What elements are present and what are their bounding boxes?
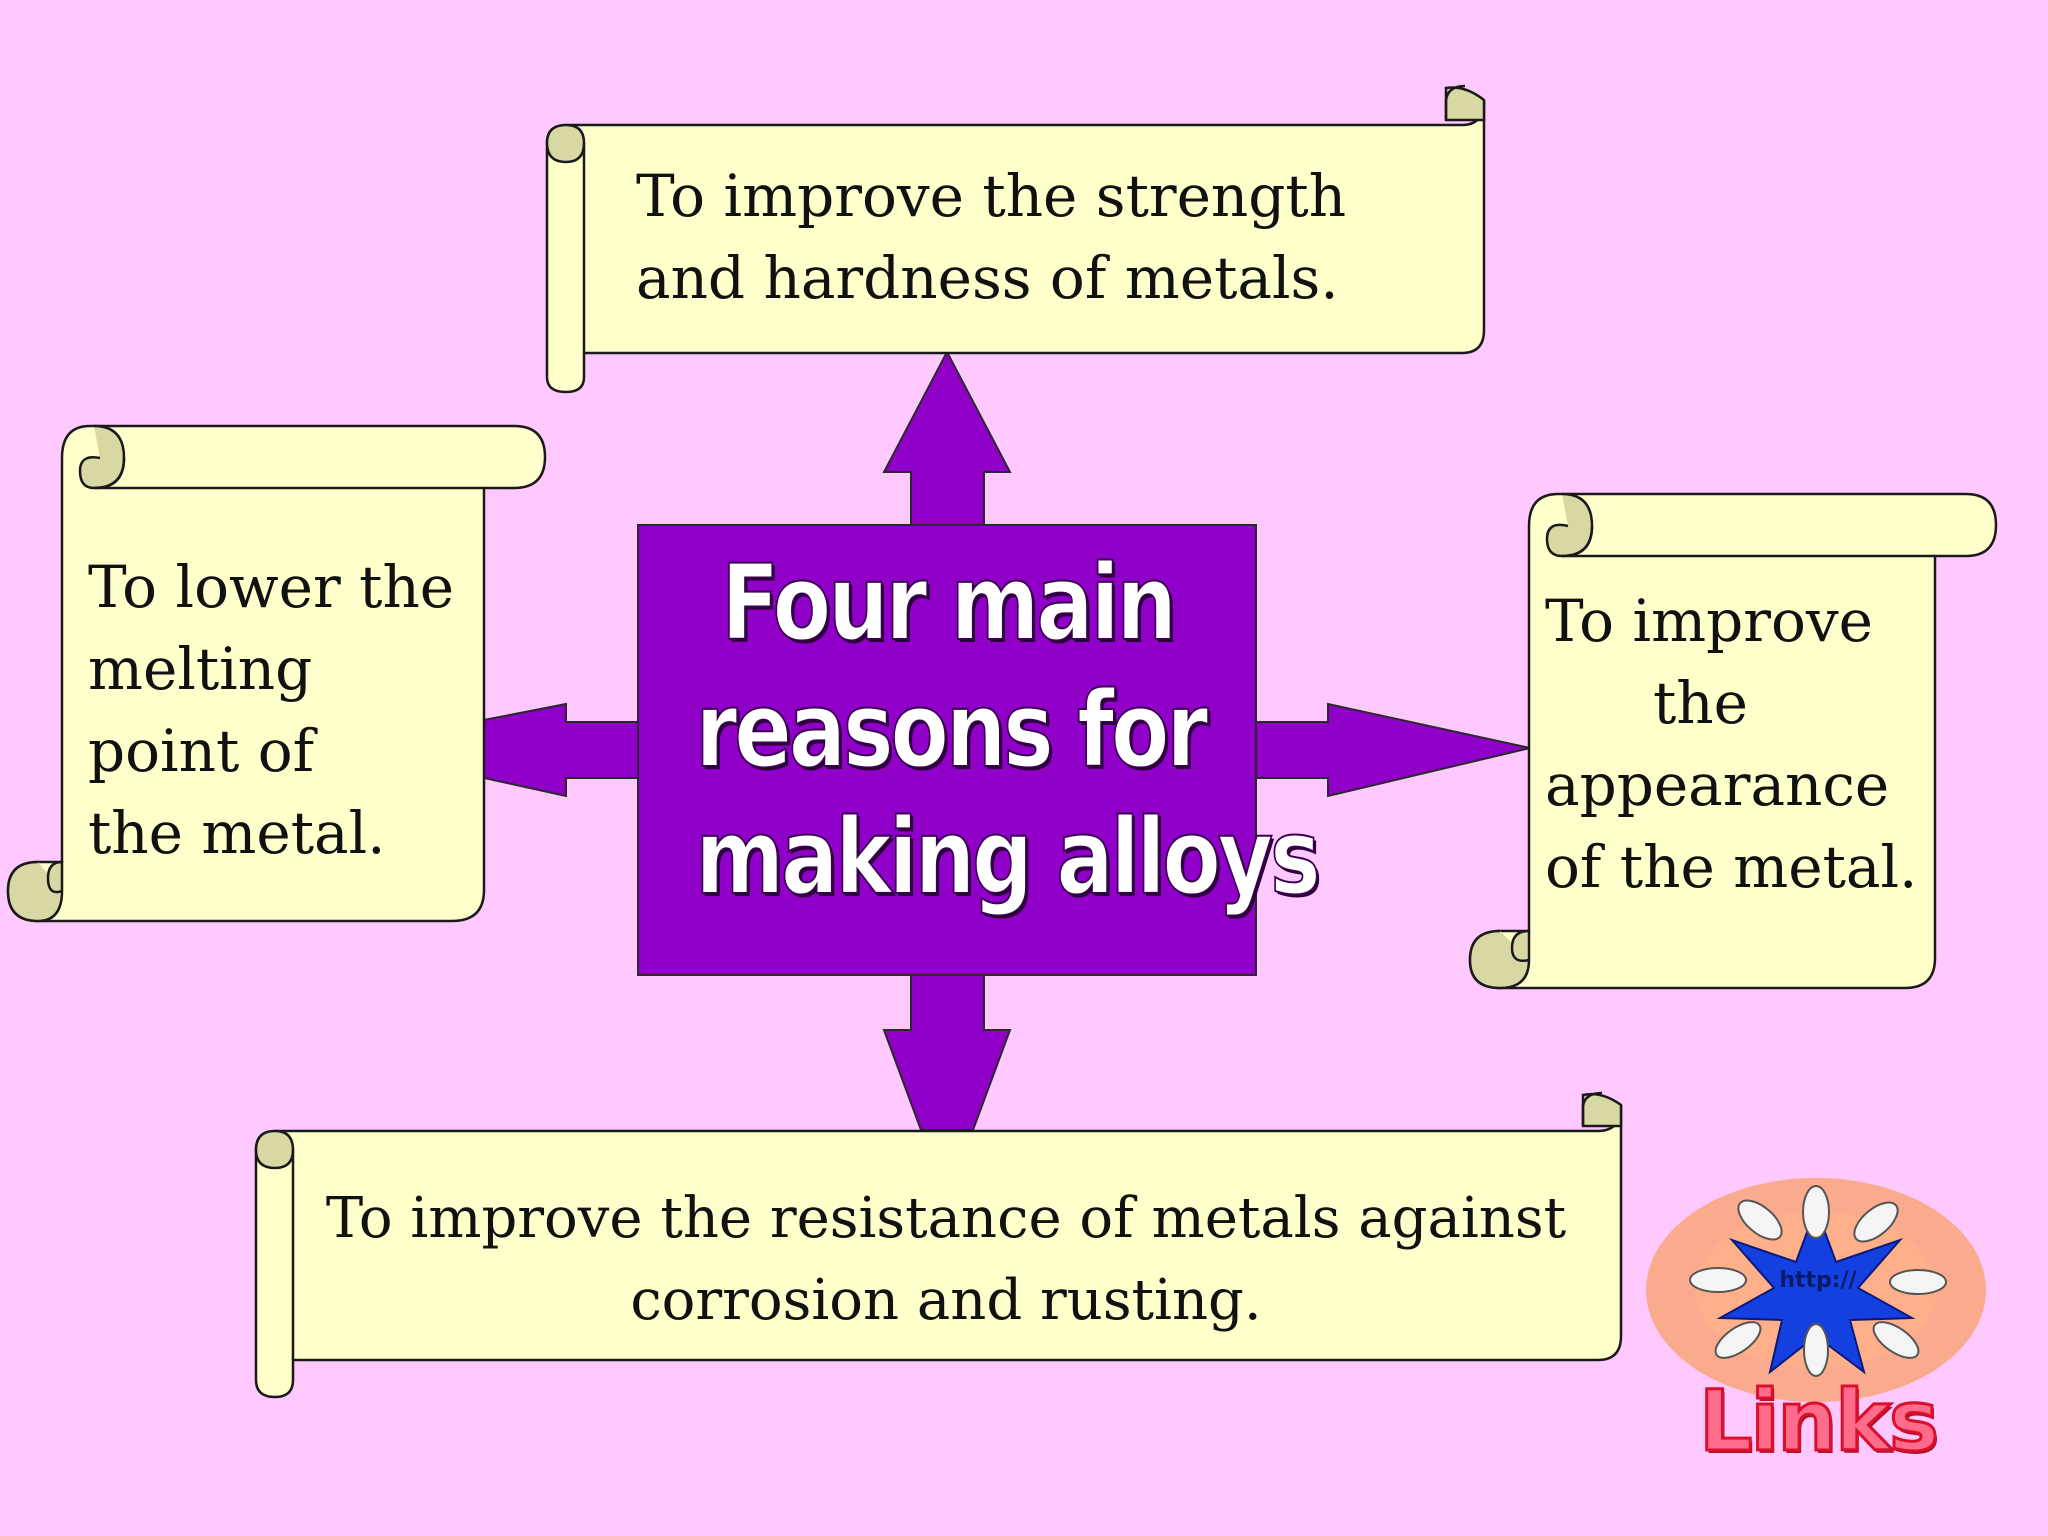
scroll-top-curl-right (1444, 86, 1486, 122)
pointing-hand-icons (1689, 1185, 1947, 1377)
reason-bottom-line: To improve the resistance of metals agai… (325, 1186, 1567, 1251)
center-title-line: making alloys (695, 795, 1322, 919)
reason-left-line: the metal. (88, 799, 386, 867)
scroll-left-curl-bottom (6, 860, 64, 923)
reason-left-line: point of (88, 717, 315, 785)
reason-bottom-text: To improve the resistance of metals agai… (296, 1178, 1596, 1342)
arrow-down (882, 974, 1012, 1131)
scroll-bottom-curl-left (254, 1129, 295, 1170)
scroll-top (545, 84, 1486, 394)
links-url-label: http:// (1779, 1268, 1857, 1293)
links-label[interactable]: Links (1698, 1371, 1941, 1472)
scroll-bottom (254, 1091, 1623, 1399)
reason-top-text: To improve the strength and hardness of … (636, 155, 1346, 319)
reason-left-text: To lower the melting point of the metal. (88, 546, 454, 874)
center-title-line: reasons for (695, 668, 1210, 792)
scroll-bottom-curl-right (1581, 1092, 1623, 1128)
scroll-right-curl-bottom (1468, 929, 1531, 990)
reason-left-line: To lower the (88, 553, 455, 621)
reason-right-text: To improve the appearance of the metal. (1545, 580, 1917, 908)
center-box (637, 524, 1257, 976)
scroll-left (6, 424, 547, 923)
reason-top-line: and hardness of metals. (636, 244, 1339, 312)
connector-arrows (483, 349, 1531, 1131)
center-title: Four main reasons for making alloys (695, 540, 1322, 921)
reason-left-line: melting (88, 635, 313, 703)
reason-right-line: appearance (1545, 751, 1890, 819)
scroll-top-curl-left (545, 123, 586, 164)
arrow-up (882, 349, 1012, 526)
reason-right-line: To improve (1545, 587, 1873, 655)
reason-bottom-line: corrosion and rusting. (630, 1268, 1262, 1333)
center-title-line: Four main (720, 541, 1178, 665)
arrow-right (1254, 702, 1531, 798)
reason-top-line: To improve the strength (636, 162, 1347, 230)
arrow-left (483, 702, 641, 798)
reason-right-line: of the metal. (1545, 833, 1918, 901)
links-badge-art (1646, 1178, 1986, 1402)
scroll-right (1468, 492, 1998, 990)
reason-right-line: the (1653, 669, 1748, 737)
